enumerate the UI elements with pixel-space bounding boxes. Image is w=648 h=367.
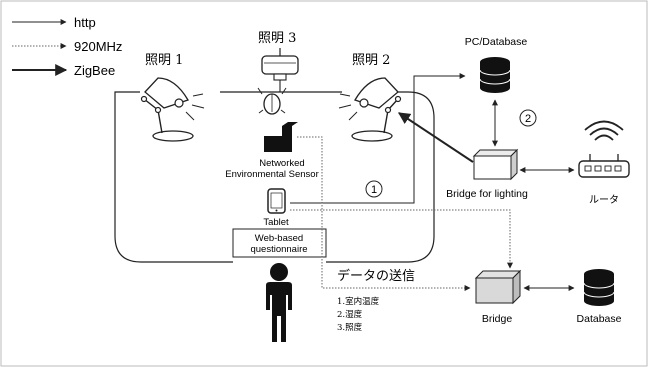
bridge-for-lighting-icon <box>472 148 519 181</box>
lamp-2-icon <box>338 77 402 142</box>
http-arrow-tablet-to-pc <box>290 73 466 204</box>
legend-920mhz-label: 920MHz <box>74 39 122 54</box>
sensor-label-line2: Environmental Sensor <box>225 169 318 180</box>
tablet-icon[interactable] <box>267 188 286 214</box>
legend-http-label: http <box>74 15 96 30</box>
database-label: Database <box>577 313 622 325</box>
lamp-3-icon <box>257 48 299 115</box>
tablet-label: Tablet <box>263 217 289 228</box>
lamp-1-label: 照明 1 <box>145 53 183 68</box>
bridge-label: Bridge <box>482 313 513 325</box>
lamp-3-label: 照明 3 <box>258 31 296 46</box>
router-label: ルータ <box>589 194 619 206</box>
920mhz-arrow-tablet-to-bridge <box>290 209 513 269</box>
step-1-number: 1 <box>371 184 377 196</box>
legend-zigbee-label: ZigBee <box>74 63 115 78</box>
sensor-label-line1: Networked <box>259 158 304 169</box>
questionnaire-label-line2: questionnaire <box>250 244 307 255</box>
list-item-1: 1.室内温度 <box>337 296 380 307</box>
step-1-badge <box>365 180 383 198</box>
step-2-number: 2 <box>525 113 531 125</box>
pc-database-icon <box>479 57 511 93</box>
person-icon <box>266 263 292 342</box>
bridge-icon <box>474 269 522 305</box>
pc-database-label: PC/Database <box>465 36 528 48</box>
questionnaire-label-line1: Web-based <box>255 233 303 244</box>
bridge-for-lighting-label: Bridge for lighting <box>446 188 528 200</box>
questionnaire-box[interactable] <box>232 228 327 258</box>
lamp-2-label: 照明 2 <box>352 53 390 68</box>
lamp-1-icon <box>140 77 205 142</box>
database-icon <box>583 269 615 306</box>
list-item-2: 2.湿度 <box>337 309 363 320</box>
zigbee-arrow-to-lamp-2 <box>397 112 474 163</box>
920mhz-arrow-sensor-to-bridge <box>297 136 471 291</box>
room-outline <box>114 91 435 263</box>
legend: http 920MHz ZigBee <box>12 15 122 78</box>
sensor-icon <box>264 122 298 152</box>
data-send-label: データの送信 <box>337 268 415 284</box>
step-2-badge <box>519 109 537 127</box>
list-item-3: 3.照度 <box>337 322 363 333</box>
router-icon <box>578 120 630 178</box>
